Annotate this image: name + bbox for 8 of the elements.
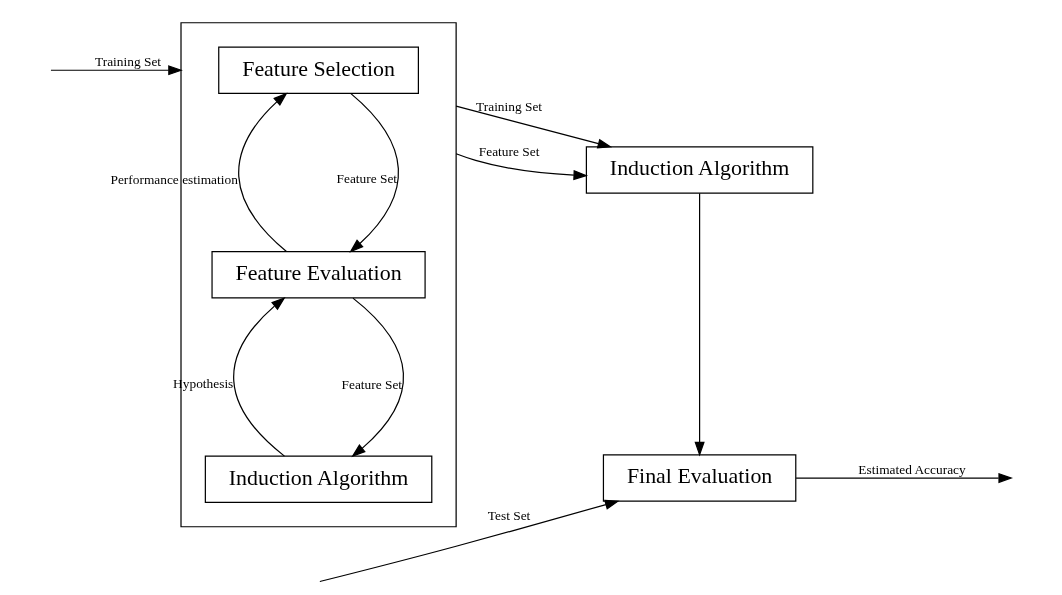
edge-label: Performance estimation	[110, 171, 238, 187]
edge-label: Training Set	[95, 54, 162, 70]
edge-label: Feature Set	[336, 170, 398, 186]
edge-label: Training Set	[476, 99, 543, 115]
edge-label: Feature Set	[478, 144, 540, 160]
edge-label: Estimated Accuracy	[858, 462, 966, 478]
edge-label: Feature Set	[341, 376, 403, 392]
edge-label: Test Set	[487, 508, 531, 524]
